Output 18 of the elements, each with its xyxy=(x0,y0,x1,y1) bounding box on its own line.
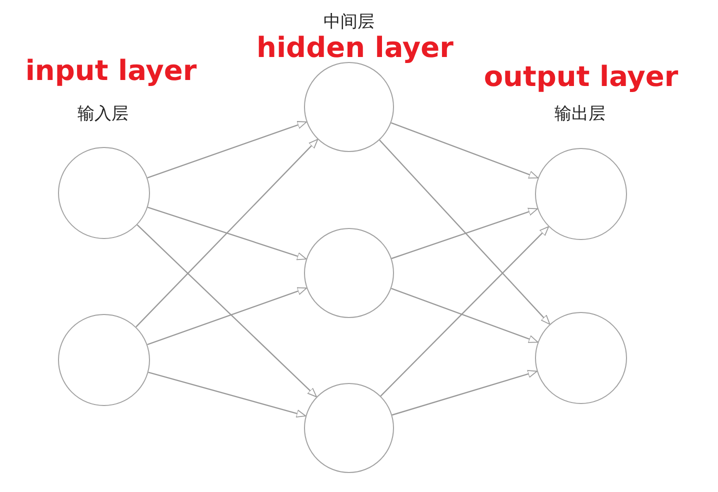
arrow xyxy=(136,138,318,328)
arrow xyxy=(390,122,538,178)
arrow xyxy=(148,372,306,418)
arrow xyxy=(380,226,550,396)
layer-label: 输入层 xyxy=(78,106,128,123)
arrow xyxy=(379,140,550,325)
arrow xyxy=(391,288,538,343)
arrow xyxy=(391,208,538,260)
layer-label: 输出层 xyxy=(554,106,606,123)
arrow xyxy=(148,206,307,260)
layer-title: input layer xyxy=(25,57,197,85)
arrow xyxy=(147,121,307,178)
arrow xyxy=(136,224,317,398)
layer-title: hidden layer xyxy=(256,34,454,62)
layer-title: output layer xyxy=(484,63,678,91)
arrow xyxy=(147,287,308,346)
layer-label: 中间层 xyxy=(324,14,374,31)
arrow xyxy=(392,370,538,416)
